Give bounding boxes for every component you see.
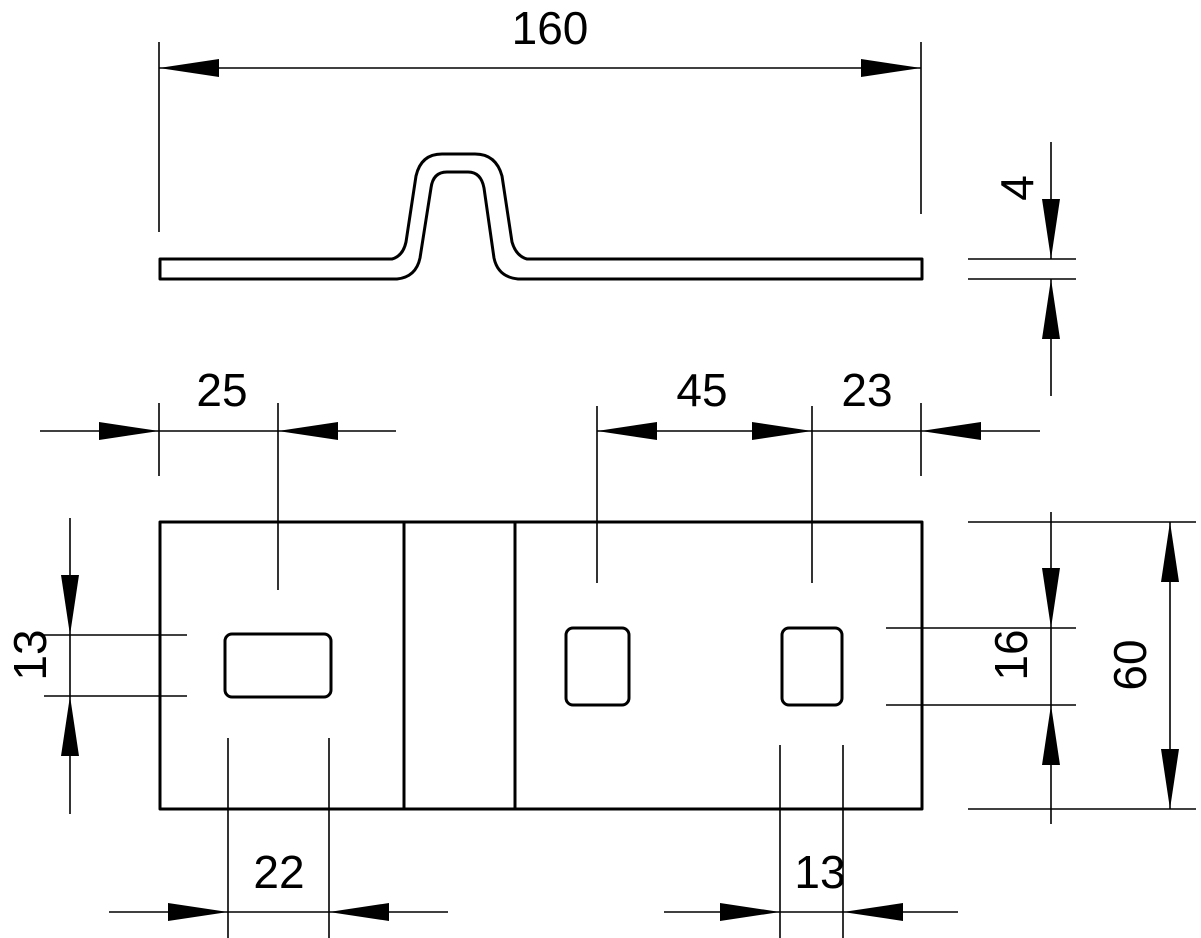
dimension-overall-length: 160: [158, 2, 922, 232]
arrow-head: [1042, 568, 1060, 628]
arrow-head: [1161, 522, 1179, 582]
dimension-label: 25: [196, 364, 247, 416]
dimension-slot-height: 13: [4, 518, 187, 814]
side-profile-outline: [158, 152, 924, 281]
square-hole-right: [780, 626, 844, 707]
arrow-head: [99, 422, 159, 440]
arrow-head: [1042, 279, 1060, 339]
arrow-head: [921, 422, 981, 440]
dimension-edge-to-hole-right: 23: [812, 364, 1040, 476]
side-view: [158, 152, 924, 281]
dimension-label: 13: [4, 629, 56, 680]
dimension-slot-width: 22: [109, 738, 448, 938]
arrow-head: [61, 696, 79, 756]
arrow-head: [1042, 199, 1060, 259]
dimension-hole-spacing-right: 45: [596, 364, 813, 583]
arrow-head: [1042, 705, 1060, 765]
dimension-square-hole-width: 13: [664, 745, 958, 938]
arrow-head: [168, 903, 228, 921]
slot-hole: [223, 632, 333, 699]
arrow-head: [861, 59, 921, 77]
arrow-head: [752, 422, 812, 440]
arrow-head: [61, 575, 79, 635]
plate-outline: [158, 520, 924, 811]
arrow-head: [597, 422, 657, 440]
arrow-head: [843, 903, 903, 921]
arrow-head: [278, 422, 338, 440]
arrow-head: [329, 903, 389, 921]
dimension-hole-offset-left: 25: [40, 364, 396, 590]
dimension-label: 22: [253, 846, 304, 898]
arrow-head: [720, 903, 780, 921]
square-hole-middle: [564, 626, 631, 707]
dimension-label: 60: [1104, 639, 1156, 690]
dimension-label: 16: [985, 629, 1037, 680]
dimension-overall-width: 60: [968, 521, 1196, 810]
arrow-head: [1161, 749, 1179, 809]
dimension-square-hole-height: 16: [886, 512, 1076, 824]
plan-view: [158, 520, 924, 811]
dimension-thickness: 4: [968, 142, 1076, 396]
dimension-label: 23: [841, 364, 892, 416]
dimension-label: 13: [794, 846, 845, 898]
dimension-label: 45: [676, 364, 727, 416]
dimension-label: 160: [512, 2, 589, 54]
arrow-head: [159, 59, 219, 77]
dimension-label: 4: [991, 175, 1043, 201]
